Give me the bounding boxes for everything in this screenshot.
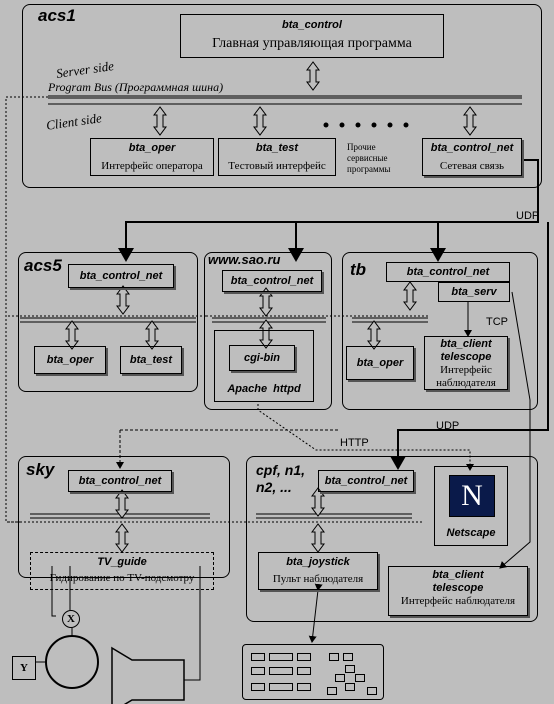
- acs1-control-net-box[interactable]: bta_control_net Сетевая связь: [422, 138, 522, 176]
- netscape-title: Netscape: [446, 527, 496, 539]
- bta-oper-desc: Интерфейс оператора: [101, 160, 203, 172]
- other-programs-label: Прочие сервисные программы: [347, 142, 391, 174]
- group-acs5: [18, 252, 198, 392]
- tv-guide-box[interactable]: TV_guide Гидирование по TV-подсмотру: [30, 552, 214, 590]
- group-cpf: [246, 456, 538, 622]
- client-telescope-desc: Интерфейс наблюдателя: [400, 595, 516, 607]
- tb-client-title: bta_client telescope: [440, 338, 492, 363]
- tb-client-desc: Интерфейс наблюдателя: [436, 364, 496, 389]
- acs1-control-net-desc: Сетевая связь: [439, 160, 505, 172]
- acs5-test-box[interactable]: bta_test: [120, 346, 182, 374]
- tb-control-net-box[interactable]: bta_control_net: [386, 262, 510, 282]
- cgi-bin-title: cgi-bin: [243, 352, 281, 364]
- motor-x-icon: X: [62, 610, 80, 628]
- udp-top-label: UDP: [516, 210, 540, 222]
- sky-control-net-title: bta_control_net: [78, 475, 162, 487]
- tb-oper-box[interactable]: bta_oper: [346, 346, 414, 380]
- group-www: [204, 252, 332, 410]
- tcp-label: TCP: [486, 316, 508, 328]
- acs5-control-net-title: bta_control_net: [79, 270, 163, 282]
- motor-x-label: X: [67, 613, 75, 625]
- netscape-logo-letter: N: [461, 479, 483, 512]
- netscape-box[interactable]: N Netscape: [434, 466, 508, 546]
- bta-oper-box[interactable]: bta_oper Интерфейс оператора: [90, 138, 214, 176]
- group-sky: [18, 456, 230, 578]
- cpf-control-net-title: bta_control_net: [324, 475, 408, 487]
- tb-client-box[interactable]: bta_client telescope Интерфейс наблюдате…: [424, 336, 508, 390]
- udp-mid-label: UDP: [436, 420, 460, 432]
- program-bus-label: Program Bus (Программная шина): [48, 80, 224, 94]
- bta-control-desc: Главная управляющая программа: [212, 36, 412, 51]
- joystick-keypad-icon[interactable]: [242, 644, 384, 700]
- group-label-tb: tb: [350, 260, 367, 279]
- telescope-tube-icon: [45, 635, 99, 689]
- sky-control-net-box[interactable]: bta_control_net: [68, 470, 172, 492]
- acs5-oper-box[interactable]: bta_oper: [34, 346, 106, 374]
- tb-serv-title: bta_serv: [451, 286, 497, 298]
- http-label: HTTP: [340, 437, 369, 449]
- motor-y-label: Y: [20, 662, 28, 674]
- bta-test-box[interactable]: bta_test Тестовый интерфейс: [218, 138, 336, 176]
- netscape-logo-icon: N: [449, 475, 495, 517]
- bta-test-title: bta_test: [255, 142, 299, 154]
- tv-guide-desc: Гидирование по TV-подсмотру: [49, 572, 195, 584]
- motor-y-icon: Y: [12, 656, 36, 680]
- group-label-cpf: cpf, n1, n2, ...: [256, 462, 306, 495]
- monitor-icon: [112, 648, 184, 702]
- tb-serv-box[interactable]: bta_serv: [438, 282, 510, 302]
- tb-control-net-title: bta_control_net: [406, 266, 490, 278]
- joystick-desc: Пульт наблюдателя: [272, 573, 364, 585]
- cgi-bin-box[interactable]: cgi-bin: [229, 345, 295, 371]
- acs5-control-net-box[interactable]: bta_control_net: [68, 264, 174, 288]
- client-telescope-box[interactable]: bta_client telescope Интерфейс наблюдате…: [388, 566, 528, 616]
- acs5-oper-title: bta_oper: [46, 354, 94, 366]
- client-telescope-title: bta_client telescope: [432, 569, 484, 594]
- apache-box[interactable]: cgi-bin Apache httpd: [214, 330, 314, 402]
- cpf-control-net-box[interactable]: bta_control_net: [318, 470, 414, 492]
- bta-control-title: bta_control: [282, 19, 342, 31]
- tv-guide-title: TV_guide: [97, 556, 147, 568]
- bta-test-desc: Тестовый интерфейс: [228, 160, 326, 172]
- group-tb: [342, 252, 538, 410]
- apache-title: Apache httpd: [227, 383, 301, 395]
- group-label-acs5: acs5: [24, 256, 62, 275]
- group-acs1: [22, 4, 542, 188]
- group-label-www: www.sao.ru: [208, 252, 281, 267]
- group-label-acs1: acs1: [38, 6, 76, 25]
- joystick-title: bta_joystick: [286, 556, 350, 568]
- acs1-control-net-title: bta_control_net: [430, 142, 514, 154]
- www-control-net-title: bta_control_net: [230, 275, 314, 287]
- group-label-sky: sky: [26, 460, 55, 479]
- bta-control-box[interactable]: bta_control Главная управляющая программ…: [180, 14, 444, 58]
- bta-oper-title: bta_oper: [128, 142, 176, 154]
- joystick-box[interactable]: bta_joystick Пульт наблюдателя: [258, 552, 378, 590]
- acs5-test-title: bta_test: [129, 354, 173, 366]
- tb-oper-title: bta_oper: [356, 357, 404, 369]
- www-control-net-box[interactable]: bta_control_net: [222, 270, 322, 292]
